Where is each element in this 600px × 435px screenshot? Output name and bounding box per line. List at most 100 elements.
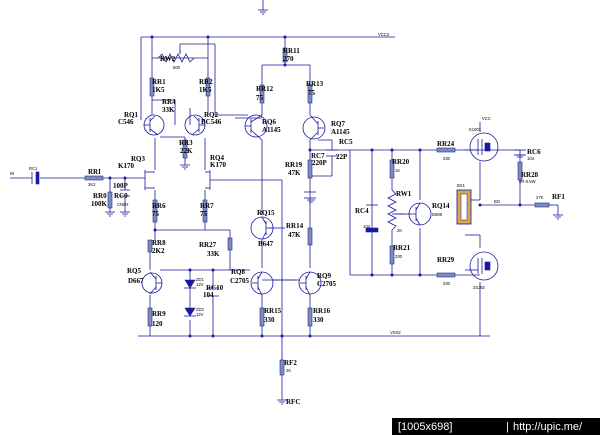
resistors xyxy=(84,47,550,376)
rr29-val: 330 xyxy=(443,281,451,286)
ground-symbol xyxy=(120,211,130,217)
rr1-body xyxy=(149,77,155,97)
rr28-val: 8R-0.5W xyxy=(519,179,536,184)
rc0-val: 100P xyxy=(113,182,129,190)
zd1-ref: ZD1 xyxy=(196,277,205,282)
rr28-body xyxy=(517,161,523,181)
rr9-val: 120 xyxy=(152,320,163,328)
rr24-ref: RR24 xyxy=(437,140,455,148)
rr16-val: 330 xyxy=(313,316,324,324)
rc7b-val: 22P xyxy=(336,153,348,161)
wires xyxy=(10,0,559,400)
rr-in-val: 2K2 xyxy=(88,182,96,187)
q-top-val: K1001 xyxy=(469,127,482,132)
rr15-ref: RR15 xyxy=(264,307,282,315)
rr6-val: 75 xyxy=(152,210,160,218)
rc10-ref: RC10 xyxy=(206,284,224,292)
rq9-ref: RQ9 xyxy=(317,272,332,280)
rr13-ref: RR13 xyxy=(306,80,324,88)
rr0-ref: RR0 xyxy=(93,192,107,200)
rr2-ref: RR2 xyxy=(199,78,213,86)
rq3-symbol xyxy=(144,170,155,190)
rr0-val: 100K xyxy=(91,200,108,208)
rq8-symbol xyxy=(250,271,274,296)
rw1-trimmer xyxy=(387,189,405,238)
rq5-val: D667 xyxy=(128,277,144,285)
rr24-body xyxy=(436,147,456,153)
rr8-body xyxy=(147,239,153,253)
ground-symbol xyxy=(553,214,563,220)
rc6-ref: RC6 xyxy=(527,148,541,156)
zd2-ref: ZD2 xyxy=(196,307,205,312)
capacitors xyxy=(31,149,526,297)
rc4-val: 104 xyxy=(363,224,371,229)
ground-symbol xyxy=(515,154,525,158)
zd2-val: 12V xyxy=(196,312,204,317)
rr9-ref: RR9 xyxy=(152,310,166,318)
rq8-val: C2705 xyxy=(230,277,250,285)
rr27-val: 33K xyxy=(207,250,220,258)
junctions xyxy=(108,35,522,338)
rf1-body xyxy=(534,202,550,208)
rq2-val: BC546 xyxy=(201,118,222,126)
rr3-val: 22K xyxy=(180,147,193,155)
ground-symbol xyxy=(180,164,190,170)
vcc-rail-label: VCC2 xyxy=(378,32,390,37)
rq2-ref: RQ2 xyxy=(204,111,219,119)
transistors xyxy=(141,114,499,296)
watermark-url: http://upic.me/ xyxy=(513,421,583,433)
ground-symbol xyxy=(258,9,268,15)
rf1-val: 27K xyxy=(536,195,544,200)
rr4-val: 33K xyxy=(162,106,175,114)
rq14-val: D669 xyxy=(432,212,443,217)
rr29-body xyxy=(436,272,456,278)
rq7-ref: RQ7 xyxy=(331,120,346,128)
rq7-symbol xyxy=(302,114,326,141)
rr13-val: 75 xyxy=(308,89,316,97)
rr15-val: 330 xyxy=(264,316,275,324)
q-bot-val: 2SJ92 xyxy=(473,285,486,290)
rr2-body xyxy=(205,77,211,97)
rr11-val: 270 xyxy=(283,55,294,63)
watermark-separator: | xyxy=(506,421,509,433)
rr13-body xyxy=(307,84,313,104)
rf1-ref: RF1 xyxy=(552,193,565,201)
rr12-val: 75 xyxy=(256,94,264,102)
bo-label: BO xyxy=(494,199,501,204)
rq5-ref: RQ5 xyxy=(127,267,142,275)
zd1-val: 12V xyxy=(196,282,204,287)
rr16-ref: RR16 xyxy=(313,307,331,315)
rr3-ref: RR3 xyxy=(179,139,193,147)
grounds xyxy=(105,9,563,405)
rr12-body xyxy=(259,84,265,104)
rq9-symbol xyxy=(298,271,322,296)
rf2-ref: RF2 xyxy=(284,359,297,367)
rq15-val: B647 xyxy=(258,240,274,248)
rw2-ref: RW2 xyxy=(160,55,176,63)
ground-symbol xyxy=(307,199,315,203)
rr8-val: 2K2 xyxy=(152,247,165,255)
rq14-symbol xyxy=(405,202,432,226)
rq7-val: A1145 xyxy=(331,128,350,136)
rr7-ref: RR7 xyxy=(200,202,214,210)
watermark-bar: [1005x698] | http://upic.me/ xyxy=(392,418,600,435)
rr24-val: 330 xyxy=(443,156,451,161)
rr8-ref: RR8 xyxy=(152,239,166,247)
rc7-ref: RC7 xyxy=(311,152,325,160)
rr12-ref: RR12 xyxy=(256,85,274,93)
zener-diodes xyxy=(184,279,196,317)
rr20-val: 1K xyxy=(395,168,400,173)
rc5-ref: RC5 xyxy=(339,138,353,146)
ground-symbol xyxy=(105,211,115,217)
rr21-body xyxy=(389,245,395,265)
rr-in-body xyxy=(84,175,104,181)
rq2-symbol xyxy=(184,114,206,136)
rr6-body xyxy=(152,199,158,223)
rr7-val: 75 xyxy=(200,210,208,218)
rr3-body xyxy=(182,139,188,159)
rr19-ref: RR19 xyxy=(285,161,303,169)
labels: VCC2 VSS2 IN RFC BO RW2 500 RR1 1K5 RR2 … xyxy=(10,32,565,406)
rf2-val: 2K xyxy=(286,368,291,373)
rc7-val: 220P xyxy=(312,159,328,167)
